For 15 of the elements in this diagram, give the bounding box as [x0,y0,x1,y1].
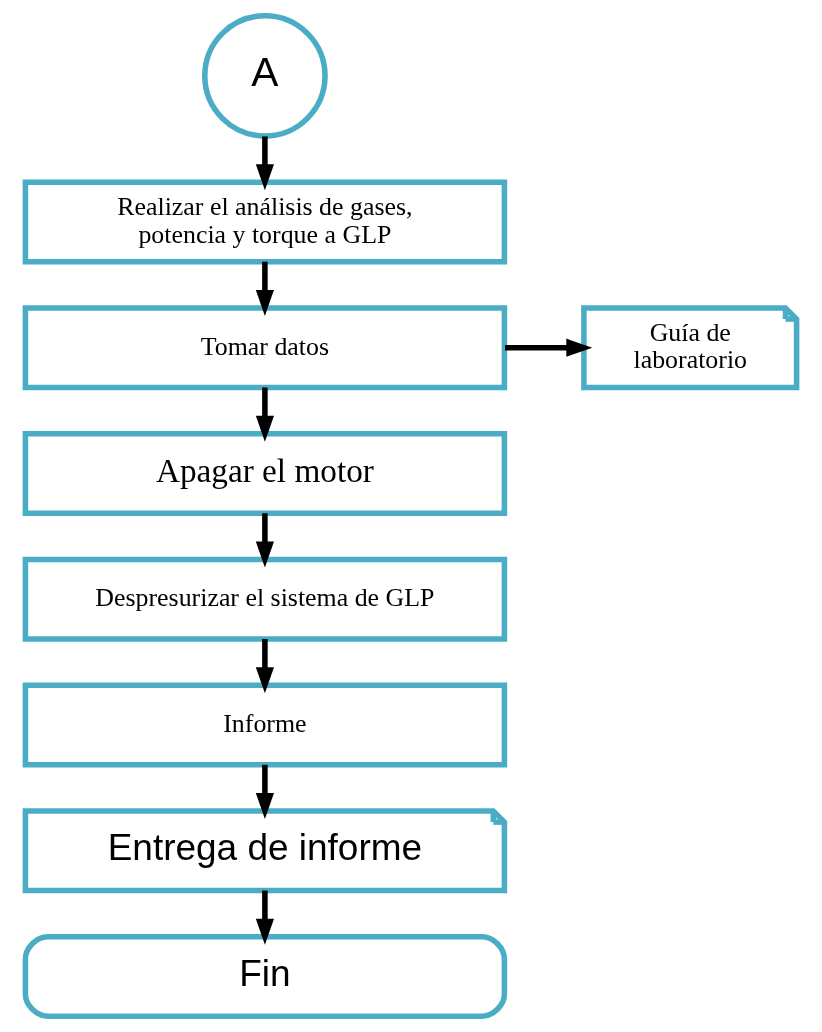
node-box: Informe [22,682,508,768]
arrow [255,513,274,568]
arrow [255,639,274,694]
node-box: Fin [22,933,508,1020]
node-box: Apagar el motor [22,430,508,516]
arrow [255,890,274,945]
node-box: Despresurizar el sistema de GLP [22,556,508,642]
node-box: Tomar datos [22,305,508,391]
node-circle: A [202,12,328,139]
arrow [255,764,274,819]
arrow [255,387,274,442]
arrow [505,338,593,357]
arrow [255,261,274,316]
arrow [255,136,274,191]
node-box: Realizar el análisis de gases, potencia y torque a GLP [22,179,508,265]
